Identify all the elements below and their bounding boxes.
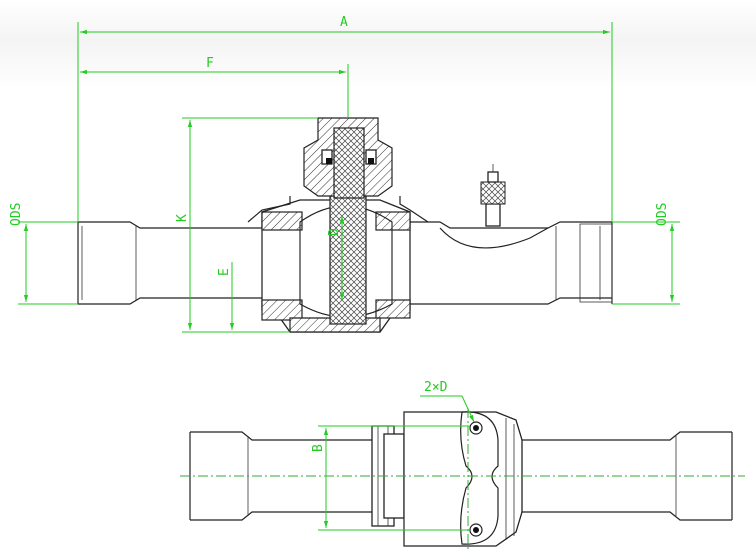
dim-label-b: B xyxy=(311,444,326,452)
plan-view xyxy=(180,408,745,552)
dimension-lines-bottom xyxy=(318,395,475,531)
dim-label-ods-left: ODS xyxy=(9,203,24,226)
dimension-labels-top: A F K E D ODS ODS xyxy=(9,15,670,276)
section-view xyxy=(77,117,613,333)
dim-label-a: A xyxy=(340,15,348,30)
dim-label-e: E xyxy=(217,268,232,276)
top-band xyxy=(0,0,756,90)
dim-label-2xd: 2×D xyxy=(424,380,448,395)
access-valve xyxy=(480,164,506,227)
dim-label-ods-right: ODS xyxy=(655,203,670,226)
dim-label-k: K xyxy=(175,214,190,222)
dimension-labels-bottom: B 2×D xyxy=(311,380,448,452)
dim-label-f: F xyxy=(206,56,214,71)
dim-label-d: D xyxy=(327,228,342,236)
dimension-lines-top xyxy=(18,22,680,333)
